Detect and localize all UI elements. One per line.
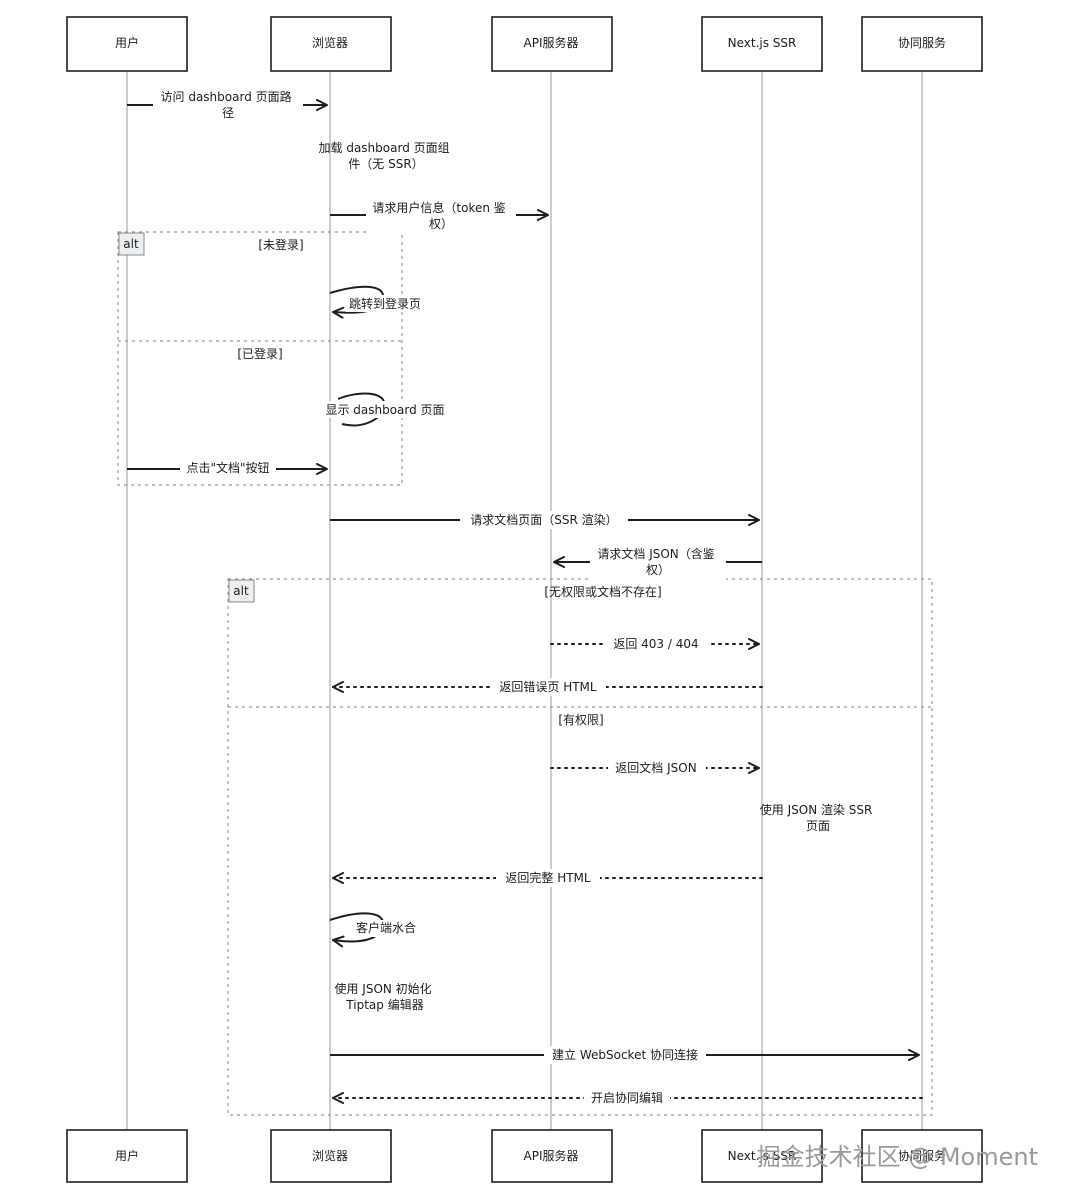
message-label: 请求文档页面（SSR 渲染） xyxy=(470,512,617,527)
message-return-error-page: 返回错误页 HTML xyxy=(332,678,763,696)
alt-fragment-permission: alt [无权限或文档不存在] [有权限] xyxy=(227,578,933,1116)
participant-label: 用户 xyxy=(115,35,139,50)
participant-nextjs-ssr-top: Next.js SSR xyxy=(701,16,823,72)
participant-label: API服务器 xyxy=(524,35,579,50)
message-render-ssr-page: 使用 JSON 渲染 SSR 页面 xyxy=(760,802,876,833)
participant-label: 协同服务 xyxy=(898,1148,946,1163)
participant-collab-service-top: 协同服务 xyxy=(861,16,983,72)
message-label: 返回完整 HTML xyxy=(505,870,591,885)
message-show-dashboard: 显示 dashboard 页面 xyxy=(320,392,450,427)
participant-label: 浏览器 xyxy=(312,35,348,50)
message-request-doc-page: 请求文档页面（SSR 渲染） xyxy=(330,511,760,529)
participant-collab-service-bottom: 协同服务 xyxy=(861,1129,983,1183)
message-label: 显示 dashboard 页面 xyxy=(325,403,444,417)
message-redirect-login: 跳转到登录页 xyxy=(329,285,424,319)
fragment-guard: [已登录] xyxy=(237,346,282,361)
participant-label: Next.js SSR xyxy=(728,36,797,50)
message-load-dashboard-component: 加载 dashboard 页面组 件（无 SSR） xyxy=(319,141,454,171)
message-client-hydration: 客户端水合 xyxy=(329,912,420,948)
participant-user-top: 用户 xyxy=(66,16,188,72)
participant-label: Next.js SSR xyxy=(728,1149,797,1163)
participant-label: 用户 xyxy=(115,1148,139,1163)
message-establish-websocket: 建立 WebSocket 协同连接 xyxy=(330,1046,920,1064)
message-label: 加载 dashboard 页面组 件（无 SSR） xyxy=(319,141,454,171)
fragment-tag-box xyxy=(228,579,255,603)
message-click-docs-button: 点击"文档"按钮 xyxy=(127,459,328,477)
fragment-guard: [无权限或文档不存在] xyxy=(544,584,661,599)
message-return-403-404: 返回 403 / 404 xyxy=(550,635,760,653)
fragment-tag: alt xyxy=(233,584,249,598)
alt-fragment-login: alt [未登录] [已登录] xyxy=(117,231,403,486)
message-label: 使用 JSON 渲染 SSR 页面 xyxy=(760,802,876,833)
message-label: 点击"文档"按钮 xyxy=(186,460,269,475)
participant-api-server-bottom: API服务器 xyxy=(491,1129,613,1183)
fragment-tag: alt xyxy=(123,237,139,251)
message-label: 请求用户信息（token 鉴 权） xyxy=(372,200,509,231)
message-label: 返回 403 / 404 xyxy=(613,637,698,651)
message-request-user-info: 请求用户信息（token 鉴 权） xyxy=(330,199,549,233)
participant-label: 浏览器 xyxy=(312,1148,348,1163)
fragment-tag-box xyxy=(118,232,145,256)
message-start-collab-editing: 开启协同编辑 xyxy=(332,1089,923,1107)
message-label: 请求文档 JSON（含鉴 权） xyxy=(597,546,718,577)
participant-browser-bottom: 浏览器 xyxy=(270,1129,392,1183)
message-label: 返回错误页 HTML xyxy=(499,680,597,694)
message-label: 返回文档 JSON xyxy=(615,760,696,775)
participant-label: 协同服务 xyxy=(898,35,946,50)
message-label: 跳转到登录页 xyxy=(349,296,421,311)
message-label: 建立 WebSocket 协同连接 xyxy=(552,1047,698,1062)
participant-browser-top: 浏览器 xyxy=(270,16,392,72)
participant-user-bottom: 用户 xyxy=(66,1129,188,1183)
message-return-full-html: 返回完整 HTML xyxy=(332,869,763,887)
participant-nextjs-ssr-bottom: Next.js SSR xyxy=(701,1129,823,1183)
message-label: 客户端水合 xyxy=(356,920,416,935)
message-label: 访问 dashboard 页面路 径 xyxy=(161,89,296,120)
fragment-guard: [未登录] xyxy=(258,237,303,252)
message-label: 使用 JSON 初始化 Tiptap 编辑器 xyxy=(334,981,435,1012)
message-request-doc-json: 请求文档 JSON（含鉴 权） xyxy=(553,546,762,580)
message-return-doc-json: 返回文档 JSON xyxy=(550,759,760,777)
message-label: 开启协同编辑 xyxy=(591,1090,663,1105)
message-visit-dashboard: 访问 dashboard 页面路 径 xyxy=(127,88,328,122)
fragment-guard: [有权限] xyxy=(558,713,603,727)
message-init-tiptap-editor: 使用 JSON 初始化 Tiptap 编辑器 xyxy=(334,981,435,1012)
watermark: 掘金技术社区 @ Moment xyxy=(757,1143,1038,1171)
participant-api-server-top: API服务器 xyxy=(491,16,613,72)
participant-label: API服务器 xyxy=(524,1148,579,1163)
